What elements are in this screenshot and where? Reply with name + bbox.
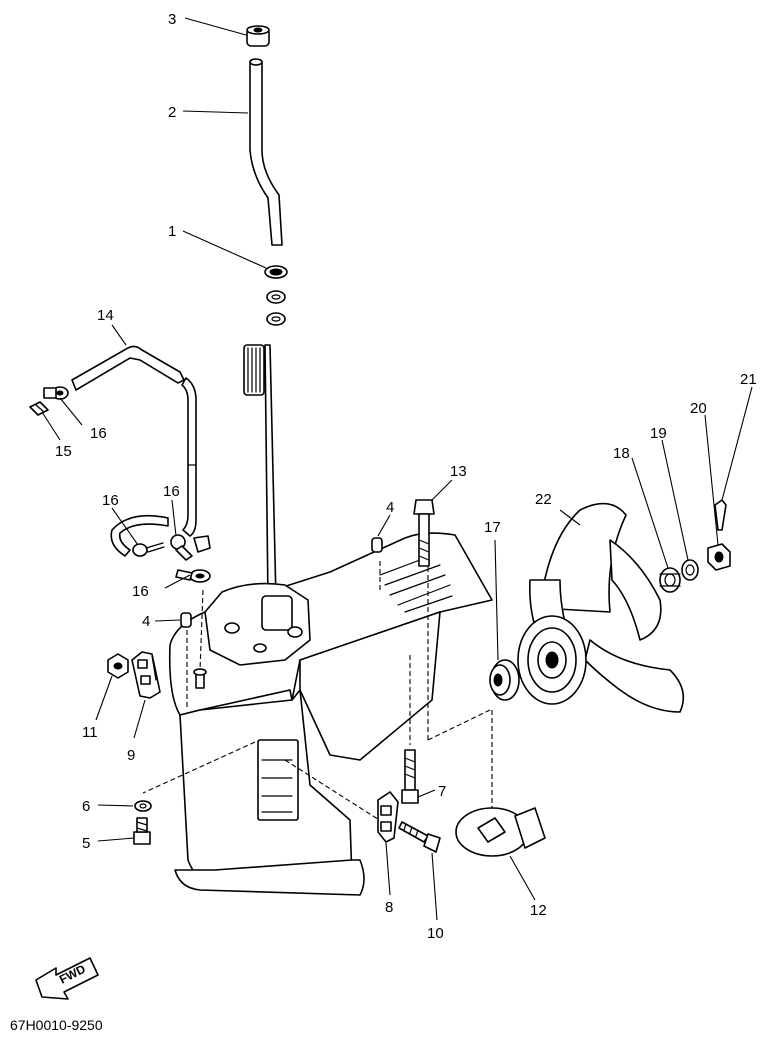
callout-1: 1 bbox=[168, 223, 176, 240]
seal-part-1 bbox=[264, 265, 288, 326]
callout-16-c: 16 bbox=[163, 483, 180, 500]
leader-lines bbox=[41, 17, 753, 921]
cotter-pin-part-21 bbox=[714, 499, 727, 531]
trim-tab-part-12 bbox=[455, 807, 546, 857]
nut-part-20 bbox=[707, 543, 731, 571]
callout-12: 12 bbox=[530, 902, 547, 919]
callout-20: 20 bbox=[690, 400, 707, 417]
callout-17: 17 bbox=[484, 519, 501, 536]
callout-2: 2 bbox=[168, 104, 176, 121]
callout-21: 21 bbox=[740, 371, 757, 388]
callout-22: 22 bbox=[535, 491, 552, 508]
bolt-part-10 bbox=[398, 821, 441, 853]
hose-clamp-part-16 bbox=[43, 386, 211, 583]
callout-6: 6 bbox=[82, 798, 90, 815]
bolt-part-5 bbox=[133, 817, 151, 845]
water-hose-part-14 bbox=[71, 345, 197, 557]
callout-16-b: 16 bbox=[102, 492, 119, 509]
lower-gear-case bbox=[168, 532, 493, 896]
washer-part-19 bbox=[681, 559, 699, 581]
grommet-part-3 bbox=[246, 25, 270, 47]
nut-part-11 bbox=[107, 653, 129, 679]
anode-part-8 bbox=[377, 791, 399, 843]
bolt-part-13 bbox=[413, 499, 435, 567]
propeller-part-22 bbox=[517, 502, 685, 713]
callout-10: 10 bbox=[427, 925, 444, 942]
callout-8: 8 bbox=[385, 899, 393, 916]
callout-7: 7 bbox=[438, 783, 446, 800]
callout-14: 14 bbox=[97, 307, 114, 324]
callout-13: 13 bbox=[450, 463, 467, 480]
callout-labels: 3 2 1 14 16 15 16 16 16 4 4 13 11 9 6 5 … bbox=[55, 11, 757, 942]
callout-11: 11 bbox=[82, 724, 98, 741]
callout-16-d: 16 bbox=[132, 583, 149, 600]
callout-18: 18 bbox=[613, 445, 630, 462]
callout-3: 3 bbox=[168, 11, 176, 28]
nozzle-part-15 bbox=[29, 401, 49, 416]
callout-9: 9 bbox=[127, 747, 135, 764]
plate-part-9 bbox=[131, 651, 161, 699]
callout-15: 15 bbox=[55, 443, 72, 460]
washer-part-6 bbox=[134, 800, 152, 812]
fwd-arrow-icon: FWD bbox=[35, 957, 99, 1000]
assembly-lines bbox=[142, 535, 493, 831]
diagram-code: 67H0010-9250 bbox=[10, 1017, 103, 1033]
callout-4-b: 4 bbox=[142, 613, 150, 630]
bolt-part-7 bbox=[401, 749, 419, 804]
washer-part-18 bbox=[659, 567, 681, 593]
dowel-pin-part-4 bbox=[180, 537, 383, 628]
screw-fitting-top bbox=[193, 668, 207, 689]
callout-19: 19 bbox=[650, 425, 667, 442]
callout-4-a: 4 bbox=[386, 499, 394, 516]
spacer-part-17 bbox=[489, 659, 520, 701]
callout-16-a: 16 bbox=[90, 425, 107, 442]
water-tube-part-2 bbox=[249, 58, 283, 246]
callout-5: 5 bbox=[82, 835, 90, 852]
